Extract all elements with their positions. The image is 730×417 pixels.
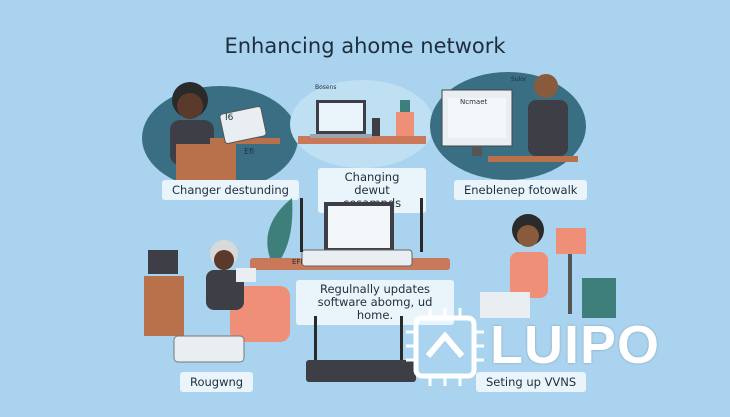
scene-woman-phone xyxy=(470,208,620,324)
watermark-text: LUIPO xyxy=(490,315,661,375)
desk-laptop-illustration xyxy=(290,80,434,168)
scene-woman-tablet xyxy=(140,232,300,342)
efi-label: Efi xyxy=(244,147,255,156)
router-device-center xyxy=(306,316,416,382)
watermark-logo: LUIPO xyxy=(404,308,694,388)
sixteen-label: I6 xyxy=(225,113,234,123)
page-title: Enhancing ahome network xyxy=(224,34,506,58)
monitor-label: Sulor xyxy=(511,76,527,83)
man-laptop-illustration xyxy=(142,82,298,190)
caption-top-right: Eneblenep fotowalk xyxy=(454,180,588,200)
efi-left-label: EFI xyxy=(292,258,303,266)
woman-phone-illustration xyxy=(480,214,616,318)
caption-bottom-right: Seting up VVNS xyxy=(476,372,587,392)
router-device xyxy=(173,335,245,363)
scene-changing-settings xyxy=(140,78,300,190)
scene-router-left xyxy=(170,328,250,368)
laptop-screen-label: Bosens xyxy=(315,84,337,91)
scene-router-center xyxy=(300,316,420,388)
woman-armchair-illustration xyxy=(144,240,290,342)
caption-top-left: Changer destunding xyxy=(162,180,299,200)
monitor-screen-label: Ncmaet xyxy=(460,98,488,106)
monitor-man-illustration xyxy=(430,72,586,180)
chip-logo-icon xyxy=(406,308,484,386)
caption-bottom-left: Rougwng xyxy=(180,372,254,392)
scene-enable-firewall xyxy=(428,70,588,182)
router-update-illustration xyxy=(250,198,450,270)
scene-update-software xyxy=(250,188,460,280)
scene-changing-passwords xyxy=(288,78,436,170)
